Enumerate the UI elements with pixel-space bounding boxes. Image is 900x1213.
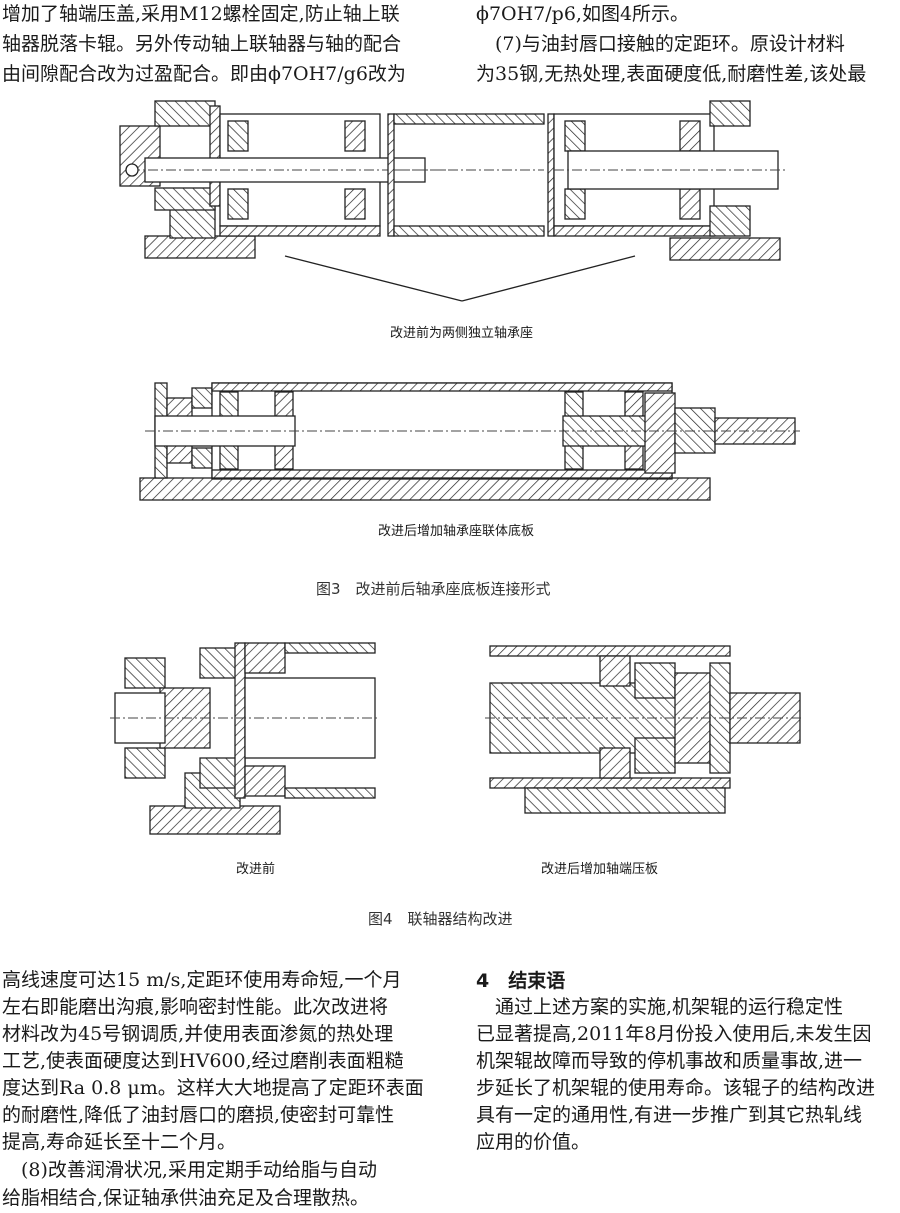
figure4-before-drawing (110, 642, 380, 835)
bottom-right-line-4: 步延长了机架辊的使用寿命。该辊子的结构改进 (476, 1077, 876, 1099)
bottom-left-line-8: (8)改善润滑状况,采用定期手动给脂与自动 (2, 1159, 377, 1181)
bottom-right-line-2: 已显著提高,2011年8月份投入使用后,未发生因 (476, 1023, 872, 1045)
bottom-right-line-5: 具有一定的通用性,有进一步推广到其它热轧线 (476, 1104, 863, 1126)
bottom-left-line-6: 的耐磨性,降低了油封唇口的磨损,使密封可靠性 (2, 1104, 395, 1126)
figure4-after-drawing (485, 645, 803, 814)
figure3-caption-before: 改进前为两侧独立轴承座 (390, 326, 534, 341)
figure3-caption-after: 改进后增加轴承座联体底板 (378, 524, 535, 539)
top-right-line-3: 为35钢,无热处理,表面硬度低,耐磨性差,该处最 (476, 63, 867, 85)
bottom-left-line-5: 度达到Ra 0.8 μm。这样大大地提高了定距环表面 (2, 1077, 424, 1099)
figure3-title: 图3 改进前后轴承座底板连接形式 (316, 580, 551, 598)
figure3-after-drawing (139, 382, 800, 501)
bottom-left-line-1: 高线速度可达15 m/s,定距环使用寿命短,一个月 (2, 969, 402, 991)
bottom-right-line-1: 通过上述方案的实施,机架辊的运行稳定性 (476, 996, 844, 1018)
figure4-caption-before: 改进前 (236, 862, 276, 877)
bottom-left-line-9: 给脂相结合,保证轴承供油充足及合理散热。 (2, 1187, 370, 1209)
bottom-right-line-6: 应用的价值。 (476, 1131, 591, 1153)
bottom-right-line-3: 机架辊故障而导致的停机事故和质量事故,进一 (476, 1050, 863, 1072)
bottom-left-line-3: 材料改为45号钢调质,并使用表面渗氮的热处理 (2, 1023, 394, 1045)
figure4-title: 图4 联轴器结构改进 (368, 910, 513, 928)
top-left-line-1: 增加了轴端压盖,采用M12螺栓固定,防止轴上联 (2, 3, 400, 25)
figure3-before-drawing (119, 100, 785, 302)
top-right-line-1: ϕ7OH7/p6,如图4所示。 (476, 3, 690, 25)
section-heading: 4 结束语 (476, 970, 566, 992)
figure4-caption-after: 改进后增加轴端压板 (541, 862, 659, 877)
bottom-left-line-2: 左右即能磨出沟痕,影响密封性能。此次改进将 (2, 996, 389, 1018)
top-left-line-3: 由间隙配合改为过盈配合。即由ϕ7OH7/g6改为 (2, 63, 406, 85)
bottom-left-line-7: 提高,寿命延长至十二个月。 (2, 1131, 237, 1153)
bottom-left-line-4: 工艺,使表面硬度达到HV600,经过磨削表面粗糙 (2, 1050, 404, 1072)
top-left-line-2: 轴器脱落卡辊。另外传动轴上联轴器与轴的配合 (2, 33, 402, 55)
top-right-line-2: (7)与油封唇口接触的定距环。原设计材料 (476, 33, 845, 55)
